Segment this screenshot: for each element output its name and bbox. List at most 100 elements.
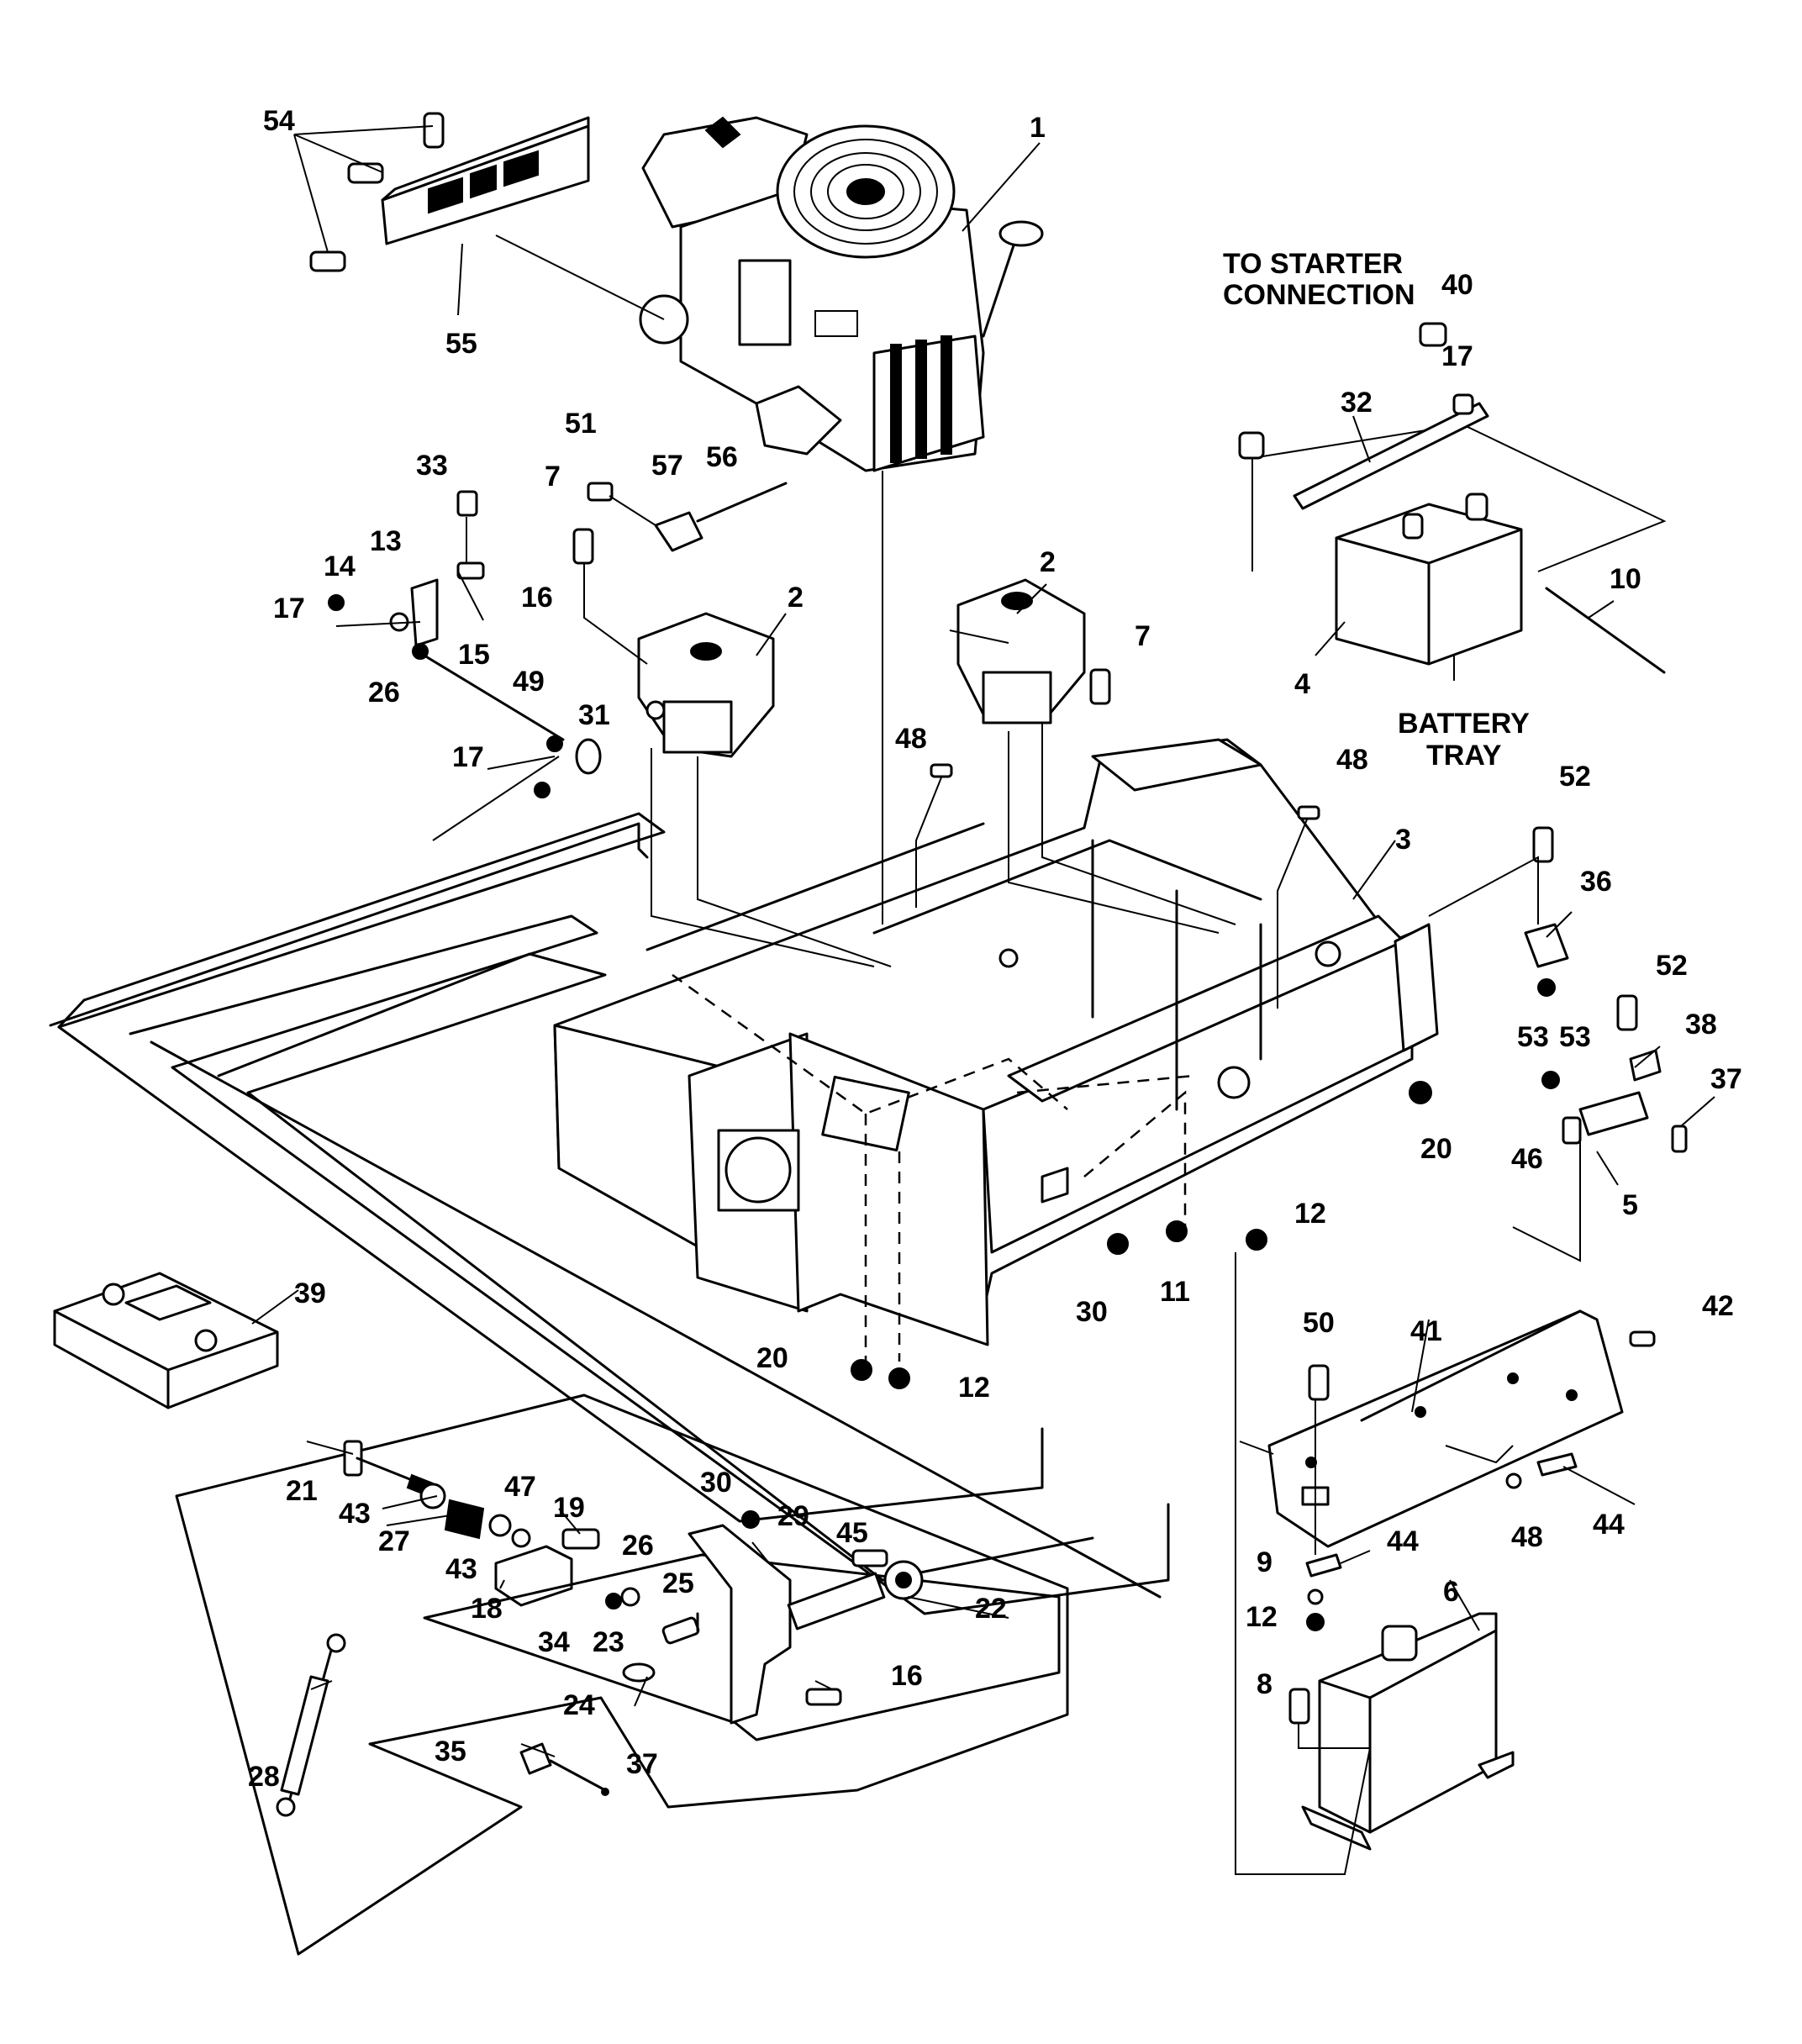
callout-8: 8 bbox=[1257, 1668, 1272, 1700]
callout-32: 32 bbox=[1341, 387, 1373, 419]
starter-caption-line2: CONNECTION bbox=[1223, 279, 1415, 311]
carburetor-right bbox=[956, 578, 1086, 724]
callout-18: 18 bbox=[471, 1593, 503, 1625]
nut-17c bbox=[1452, 393, 1474, 415]
callout-20b: 20 bbox=[1420, 1133, 1452, 1165]
callout-19: 19 bbox=[553, 1492, 585, 1524]
callout-17a: 17 bbox=[273, 593, 305, 624]
nut-20a bbox=[851, 1359, 872, 1381]
bolt-50 bbox=[1308, 1364, 1330, 1401]
callout-7a: 7 bbox=[545, 461, 561, 493]
callout-11: 11 bbox=[1160, 1276, 1190, 1308]
callout-52a: 52 bbox=[1559, 761, 1591, 793]
callout-43b: 43 bbox=[445, 1553, 477, 1585]
battery-tray-caption-line1: BATTERY bbox=[1398, 708, 1530, 740]
callout-15: 15 bbox=[458, 639, 490, 671]
callout-53a: 53 bbox=[1517, 1021, 1549, 1053]
fuel-fitting bbox=[587, 482, 788, 552]
bolt-42 bbox=[1629, 1330, 1656, 1347]
callout-2b: 2 bbox=[1040, 546, 1056, 578]
callout-16b: 16 bbox=[891, 1660, 923, 1692]
callout-29: 29 bbox=[777, 1500, 809, 1532]
callout-48a: 48 bbox=[895, 723, 927, 755]
callout-4: 4 bbox=[1294, 668, 1310, 700]
callout-52b: 52 bbox=[1656, 950, 1688, 982]
gas-spring bbox=[276, 1633, 346, 1817]
choke-linkage bbox=[328, 490, 602, 798]
fuel-tank bbox=[1301, 1612, 1515, 1851]
callout-44a: 44 bbox=[1387, 1525, 1419, 1557]
block-18 bbox=[494, 1545, 573, 1607]
callout-25: 25 bbox=[662, 1567, 694, 1599]
callout-50: 50 bbox=[1303, 1307, 1335, 1339]
callout-57: 57 bbox=[651, 450, 683, 482]
callout-6: 6 bbox=[1443, 1576, 1459, 1608]
callout-37a: 37 bbox=[1710, 1063, 1742, 1095]
nut-12c bbox=[1306, 1613, 1325, 1631]
callout-30a: 30 bbox=[1076, 1296, 1108, 1328]
nut-12a bbox=[888, 1367, 910, 1389]
plate-44a bbox=[1305, 1553, 1342, 1578]
callout-26b: 26 bbox=[622, 1530, 654, 1562]
callout-35: 35 bbox=[435, 1736, 466, 1767]
callout-39: 39 bbox=[294, 1278, 326, 1309]
callout-26a: 26 bbox=[368, 677, 400, 709]
callout-37b: 37 bbox=[626, 1748, 658, 1780]
callout-23: 23 bbox=[593, 1626, 624, 1658]
terminal-40b bbox=[1238, 431, 1265, 460]
bolt-8 bbox=[1288, 1688, 1310, 1725]
callout-12b: 12 bbox=[1294, 1198, 1326, 1230]
cap-48a bbox=[930, 763, 953, 778]
washer-9 bbox=[1307, 1588, 1324, 1605]
callout-31: 31 bbox=[578, 699, 610, 731]
nut-12b bbox=[1246, 1229, 1267, 1251]
callout-14: 14 bbox=[324, 551, 356, 582]
engine bbox=[639, 116, 1044, 472]
callout-9: 9 bbox=[1257, 1546, 1272, 1578]
callout-2a: 2 bbox=[788, 582, 804, 614]
plate-44b bbox=[1536, 1452, 1578, 1477]
callout-20a: 20 bbox=[756, 1342, 788, 1374]
callout-5: 5 bbox=[1622, 1189, 1638, 1221]
battery-tray-caption-line2: TRAY bbox=[1426, 740, 1502, 772]
callout-28: 28 bbox=[248, 1761, 280, 1793]
pedal-bolt-spring bbox=[343, 1440, 600, 1550]
callout-16a: 16 bbox=[521, 582, 553, 614]
callout-42: 42 bbox=[1702, 1290, 1734, 1322]
callout-46: 46 bbox=[1511, 1143, 1543, 1175]
callout-51: 51 bbox=[565, 408, 597, 440]
callout-27: 27 bbox=[378, 1525, 410, 1557]
callout-41: 41 bbox=[1410, 1315, 1442, 1347]
hold-down-bar bbox=[1293, 402, 1489, 510]
frame-outline-loops bbox=[49, 812, 1170, 1615]
nut-11 bbox=[1166, 1220, 1188, 1242]
callout-12a: 12 bbox=[958, 1372, 990, 1404]
callout-43a: 43 bbox=[339, 1498, 371, 1530]
callout-7b: 7 bbox=[1135, 620, 1151, 652]
callout-48b: 48 bbox=[1336, 744, 1368, 776]
switch-35 bbox=[519, 1742, 609, 1796]
bolts-54 bbox=[309, 112, 445, 272]
callout-53b: 53 bbox=[1559, 1021, 1591, 1053]
callout-49: 49 bbox=[513, 666, 545, 698]
callout-17c: 17 bbox=[1441, 340, 1473, 372]
nut-30a bbox=[1107, 1233, 1129, 1255]
bolt-7a bbox=[572, 528, 594, 565]
callout-24: 24 bbox=[563, 1689, 595, 1721]
cap-48b bbox=[1297, 805, 1320, 820]
callout-10: 10 bbox=[1610, 563, 1641, 595]
callout-30b: 30 bbox=[700, 1467, 732, 1499]
dashed-connector-lines bbox=[672, 973, 1194, 1362]
callout-12c: 12 bbox=[1246, 1601, 1278, 1633]
control-panel bbox=[1267, 1309, 1624, 1548]
starter-caption-line1: TO STARTER bbox=[1223, 248, 1403, 280]
callout-56: 56 bbox=[706, 441, 738, 473]
callout-21: 21 bbox=[286, 1475, 318, 1507]
callout-40: 40 bbox=[1441, 269, 1473, 301]
leader-lines bbox=[251, 125, 1715, 1757]
callout-48c: 48 bbox=[1511, 1521, 1543, 1553]
callout-47: 47 bbox=[504, 1471, 536, 1503]
heat-shield bbox=[381, 116, 590, 245]
hold-down-rod bbox=[1545, 587, 1666, 674]
